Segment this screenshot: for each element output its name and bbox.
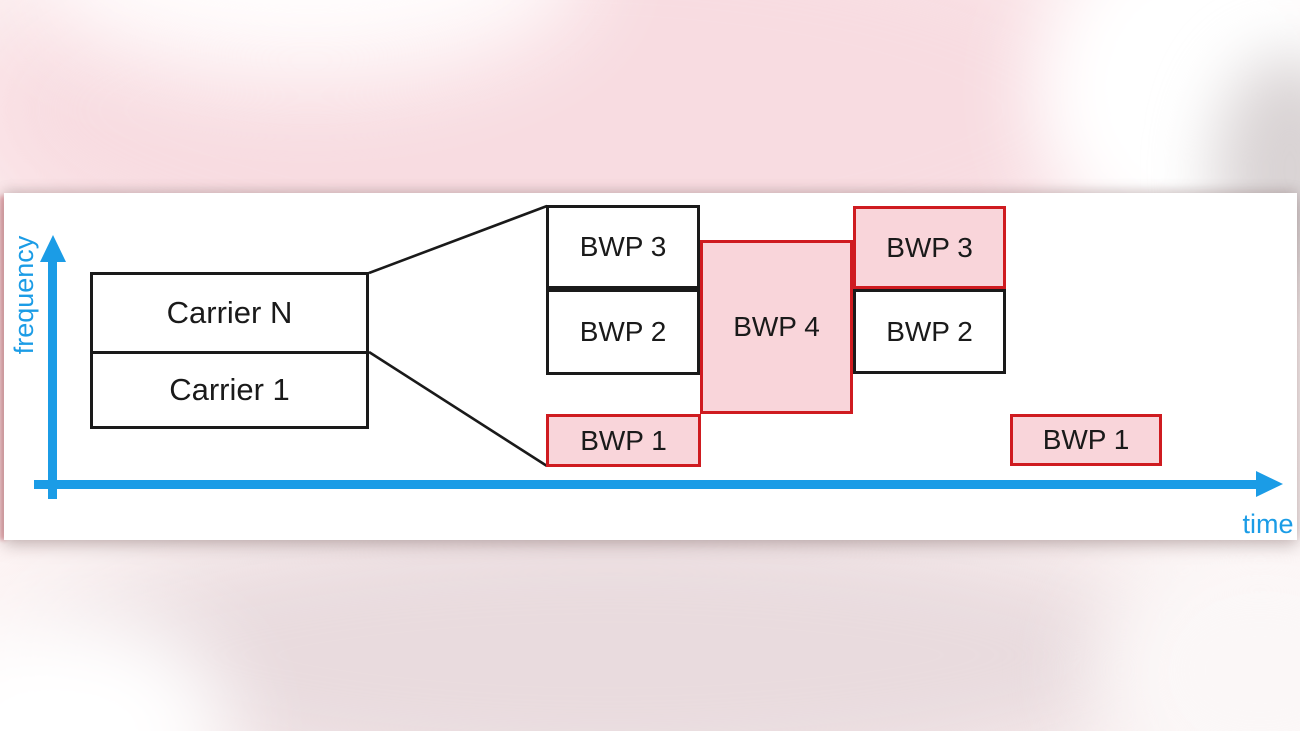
background-blur-white-bottomright (1090, 530, 1300, 731)
bwp1-box-first: BWP 1 (546, 414, 701, 467)
bwp4-box: BWP 4 (700, 240, 853, 414)
slide-canvas: frequency time Carrier N Carrier 1 BWP 3… (4, 193, 1297, 540)
background-blur-pink-bottom (30, 515, 1190, 731)
bwp2-box-first: BWP 2 (546, 289, 700, 375)
bwp1-label-right: BWP 1 (1042, 424, 1130, 455)
carrier-1-box: Carrier 1 (90, 354, 369, 429)
time-axis-line (34, 480, 1256, 489)
bwp3-label-second: BWP 3 (886, 231, 973, 263)
background-blur-white-topleft (30, 0, 590, 80)
bwp1-box-right: BWP 1 (1010, 414, 1162, 466)
bwp3-label: BWP 3 (579, 231, 667, 262)
frequency-axis-arrow-icon (40, 235, 66, 262)
bwp2-label-second: BWP 2 (886, 315, 973, 347)
frequency-axis-label: frequency (9, 235, 39, 355)
carrier-n-box: Carrier N (90, 272, 369, 354)
carrier-n-label: Carrier N (166, 295, 293, 330)
bwp1-label: BWP 1 (580, 424, 667, 456)
background-blur-white-bottomleft (0, 610, 230, 731)
connector-line-top (368, 204, 548, 275)
frequency-axis-line (48, 257, 57, 499)
time-axis-arrow-icon (1256, 471, 1283, 497)
connector-line-bottom (368, 350, 548, 468)
bwp2-label: BWP 2 (579, 316, 667, 347)
bwp2-box-second: BWP 2 (853, 289, 1006, 374)
bwp4-label: BWP 4 (733, 311, 820, 342)
bwp3-box-first: BWP 3 (546, 205, 700, 289)
time-axis-label: time (1242, 509, 1294, 539)
carrier-1-label: Carrier 1 (169, 372, 290, 407)
bwp3-box-second: BWP 3 (853, 206, 1006, 289)
carrier-expansion-lines (368, 204, 548, 468)
